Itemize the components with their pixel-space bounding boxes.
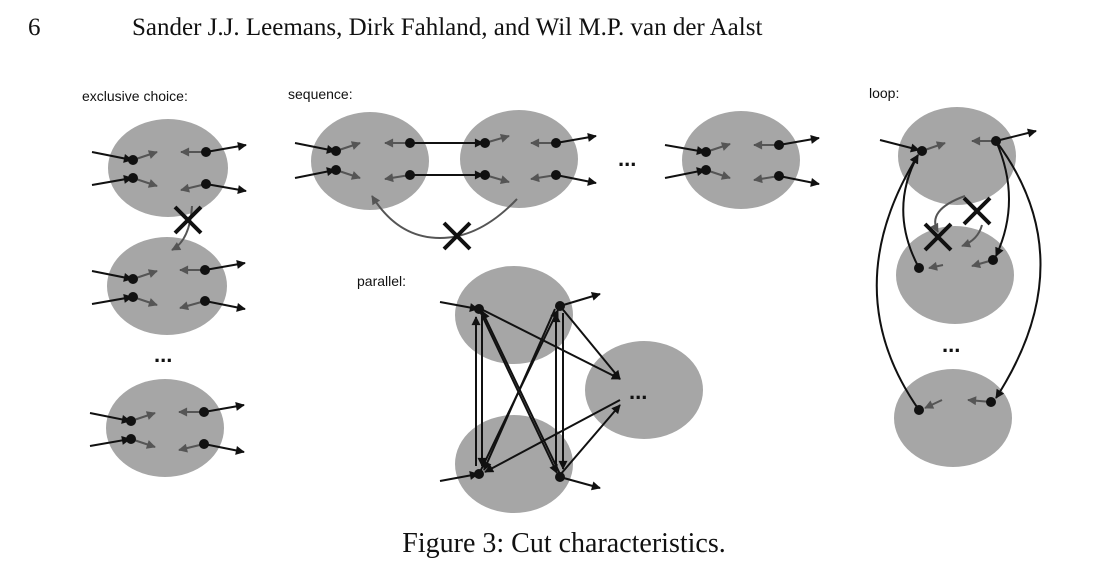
exclusive-choice-label: exclusive choice: — [82, 88, 188, 104]
loop-label: loop: — [869, 85, 899, 101]
choice-ellipsis: ... — [154, 342, 172, 367]
parallel-ellipsis: ... — [629, 379, 647, 404]
choice-node-3 — [89, 379, 245, 477]
forbidden-cross — [442, 221, 472, 251]
choice-node-1 — [91, 119, 247, 217]
sequence-panel: ... — [294, 110, 820, 251]
cut-characteristics-figure: exclusive choice: — [82, 85, 1042, 513]
sequence-label: sequence: — [288, 86, 353, 102]
parallel-label: parallel: — [357, 273, 406, 289]
loop-ellipsis: ... — [942, 332, 960, 357]
forbidden-cross — [923, 222, 953, 252]
figure-caption: Figure 3: Cut characteristics. — [402, 528, 726, 559]
sequence-ellipsis: ... — [618, 146, 636, 171]
choice-node-2 — [91, 237, 246, 335]
sequence-node-3 — [664, 111, 820, 209]
sequence-node-1 — [294, 112, 429, 210]
loop-body-node — [898, 107, 1016, 205]
loop-panel: ... — [875, 107, 1042, 467]
page-number: 6 — [28, 14, 41, 41]
parallel-node-3 — [585, 341, 703, 439]
loop-redo-node-2 — [894, 369, 1012, 467]
sequence-node-2 — [460, 110, 597, 208]
forbidden-cross — [173, 205, 203, 235]
exclusive-choice-panel: ... — [89, 119, 247, 477]
loop-redo-node-1 — [896, 226, 1014, 324]
running-head: Sander J.J. Leemans, Dirk Fahland, and W… — [132, 14, 763, 41]
parallel-panel: ... — [439, 266, 703, 513]
forbidden-cross — [962, 196, 992, 226]
